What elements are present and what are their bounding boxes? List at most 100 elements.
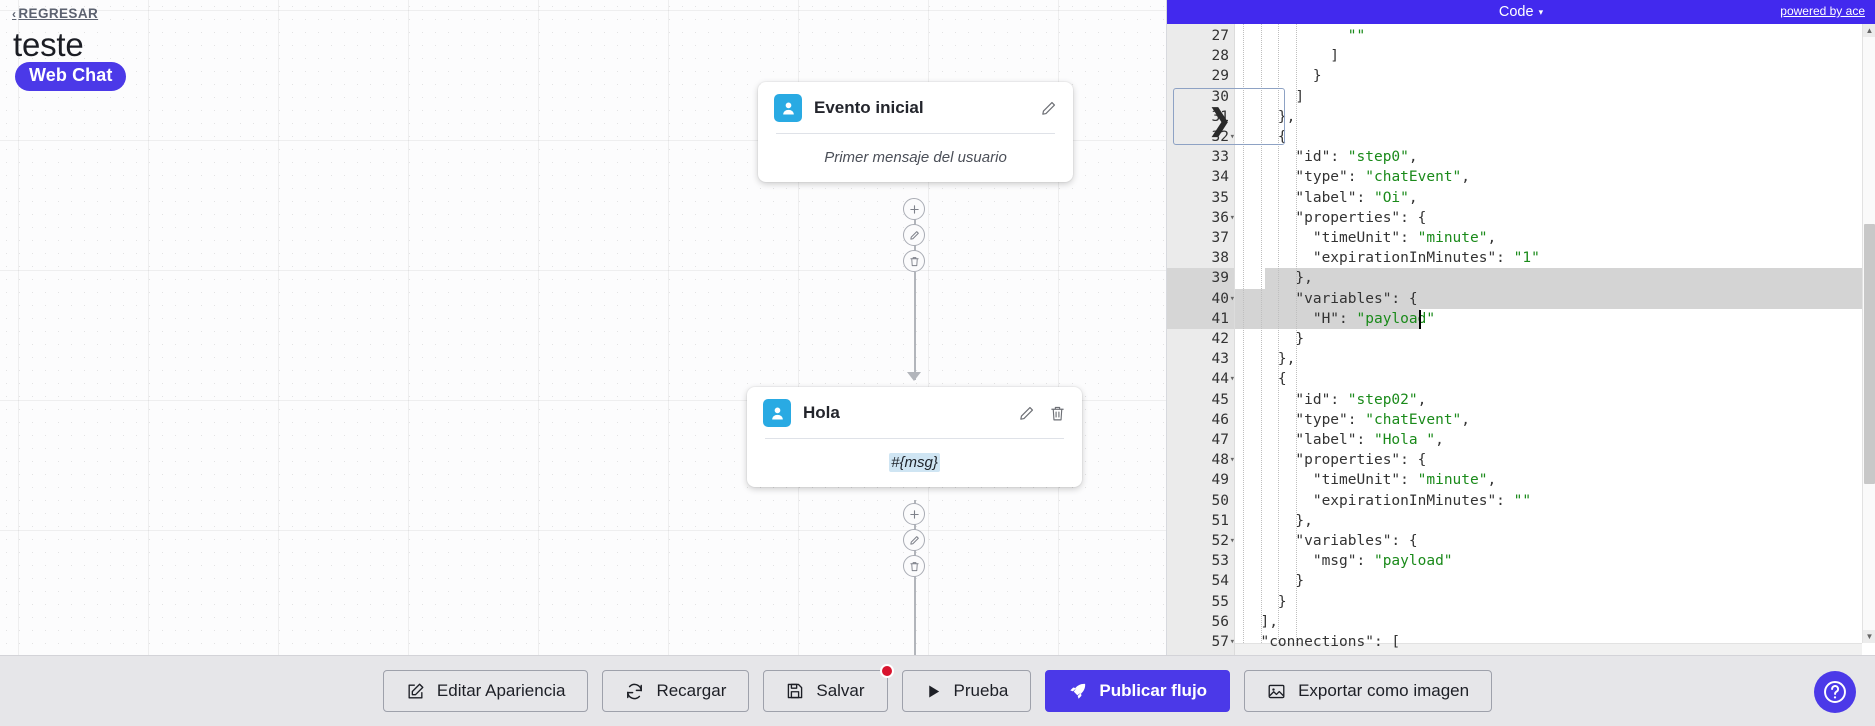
gutter-line-number[interactable]: 54 <box>1211 573 1229 590</box>
gutter-line-number[interactable]: 28 <box>1211 48 1229 65</box>
gutter-line-number[interactable]: 41 <box>1167 308 1234 330</box>
code-line[interactable]: "type": "chatEvent", <box>1295 169 1471 186</box>
gutter-line-number[interactable]: 48▾ <box>1167 450 1235 470</box>
recargar-button[interactable]: Recargar <box>602 670 750 712</box>
flow-canvas[interactable]: ‹ REGRESAR teste Web Chat Evento inicial <box>0 0 1166 655</box>
gutter-line-number[interactable]: 40▾ <box>1167 288 1235 309</box>
trash-icon[interactable] <box>903 555 925 577</box>
plus-icon[interactable] <box>903 503 925 525</box>
fold-toggle-icon[interactable]: ▾ <box>1229 132 1235 143</box>
code-line[interactable]: "label": "Hola ", <box>1295 432 1444 449</box>
gutter-line-number[interactable]: 53 <box>1211 553 1229 570</box>
code-line[interactable]: ] <box>1243 48 1340 65</box>
gutter-line-number[interactable]: 31 <box>1211 108 1229 125</box>
fold-toggle-icon[interactable]: ▾ <box>1230 652 1235 655</box>
gutter-line-number[interactable]: 45 <box>1211 391 1229 408</box>
code-line[interactable]: } <box>1243 593 1287 610</box>
gutter-line-number[interactable]: 56 <box>1211 613 1229 630</box>
scroll-up-arrow-icon[interactable]: ▲ <box>1863 24 1875 37</box>
gutter-line-number[interactable]: 43 <box>1211 351 1229 368</box>
scrollbar-thumb[interactable] <box>1864 224 1875 484</box>
edit-icon[interactable] <box>1040 100 1057 117</box>
gutter-line-number[interactable]: 42 <box>1211 331 1229 348</box>
pencil-icon[interactable] <box>903 529 925 551</box>
fold-toggle-icon[interactable]: ▾ <box>1229 536 1235 547</box>
gutter-line-number[interactable]: 39 <box>1167 268 1234 289</box>
gutter-line-number[interactable]: 27 <box>1211 28 1229 44</box>
gutter-line-number[interactable]: 47 <box>1211 432 1229 449</box>
code-line[interactable]: "" <box>1347 28 1366 44</box>
gutter-line-number[interactable]: 34 <box>1211 169 1229 186</box>
editor-content[interactable]: "" ] } ] }, { "id": "step0", "type": "ch… <box>1235 24 1875 655</box>
gutter-line-number[interactable]: 29 <box>1211 68 1229 85</box>
code-line[interactable]: }, <box>1243 270 1313 287</box>
gutter-line-number[interactable]: 32▾ <box>1167 127 1235 147</box>
node-action-stack-1[interactable] <box>903 198 925 276</box>
flow-node-evento-inicial[interactable]: Evento inicial Primer mensaje del usuari… <box>758 82 1073 182</box>
help-button[interactable] <box>1814 671 1856 713</box>
code-line[interactable]: "expirationInMinutes": "" <box>1312 492 1532 509</box>
code-line[interactable]: "H": "payload" <box>1312 310 1436 327</box>
powered-by-ace-link[interactable]: powered by ace <box>1780 4 1865 18</box>
code-line[interactable]: "variables": { <box>1295 290 1418 307</box>
code-line[interactable]: "msg": "payload" <box>1312 553 1453 570</box>
trash-icon[interactable] <box>903 250 925 272</box>
code-line[interactable]: }, <box>1243 108 1296 125</box>
fold-toggle-icon[interactable]: ▾ <box>1229 212 1235 223</box>
gutter-line-number[interactable]: 44▾ <box>1167 369 1235 389</box>
code-line[interactable]: "properties": { <box>1295 452 1427 469</box>
chevron-right-icon[interactable]: ❯ <box>1207 103 1233 138</box>
exportar-como-imagen-button[interactable]: Exportar como imagen <box>1244 670 1493 712</box>
code-editor-panel[interactable]: Code ▾ powered by ace 27 28 29 30 31 32▾ 33 34 3… <box>1166 0 1875 655</box>
node-action-stack-2[interactable] <box>903 503 925 581</box>
gutter-line-number[interactable]: 36▾ <box>1167 208 1235 228</box>
pencil-icon[interactable] <box>903 224 925 246</box>
code-line[interactable]: { <box>1243 129 1287 146</box>
code-line[interactable]: ], <box>1243 613 1278 630</box>
gutter-line-number[interactable]: 50 <box>1211 492 1229 509</box>
gutter-line-number[interactable]: 38 <box>1211 250 1229 267</box>
publicar-flujo-button[interactable]: Publicar flujo <box>1045 670 1231 712</box>
gutter-line-number[interactable]: 51 <box>1211 512 1229 529</box>
gutter-line-number[interactable]: 46 <box>1211 411 1229 428</box>
fold-toggle-icon[interactable]: ▾ <box>1229 455 1235 466</box>
code-line[interactable]: }, <box>1243 512 1313 529</box>
code-line[interactable]: "variables": { <box>1295 533 1418 550</box>
code-line[interactable]: "type": "chatEvent", <box>1295 411 1471 428</box>
code-line[interactable]: { <box>1243 371 1287 388</box>
back-link[interactable]: ‹ REGRESAR <box>12 6 98 21</box>
fold-toggle-icon[interactable]: ▾ <box>1229 637 1235 648</box>
scroll-down-arrow-icon[interactable]: ▼ <box>1863 630 1875 643</box>
prueba-button[interactable]: Prueba <box>901 670 1032 712</box>
code-line[interactable]: "timeUnit": "minute", <box>1312 472 1497 489</box>
code-line[interactable]: { <box>1243 652 1875 655</box>
code-line[interactable]: ] <box>1243 88 1305 105</box>
code-line[interactable]: } <box>1243 331 1305 348</box>
editor-horizontal-scrollbar[interactable] <box>1167 643 1862 655</box>
trash-icon[interactable] <box>1049 405 1066 422</box>
code-line[interactable]: }, <box>1243 351 1296 368</box>
gutter-line-number[interactable]: 33 <box>1211 149 1229 166</box>
gutter-line-number[interactable]: 57▾ <box>1167 632 1235 652</box>
code-line[interactable]: } <box>1243 68 1322 85</box>
code-line[interactable]: "properties": { <box>1295 209 1427 226</box>
gutter-line-number[interactable]: 35 <box>1211 189 1229 206</box>
gutter-line-number[interactable]: 30 <box>1211 88 1229 105</box>
fold-toggle-icon[interactable]: ▾ <box>1229 293 1235 304</box>
plus-icon[interactable] <box>903 198 925 220</box>
code-line[interactable]: "connections": [ <box>1260 634 1401 651</box>
gutter-line-number[interactable]: 55 <box>1211 593 1229 610</box>
code-line[interactable]: } <box>1243 573 1305 590</box>
gutter-line-number[interactable]: 49 <box>1211 472 1229 489</box>
code-line[interactable]: "timeUnit": "minute", <box>1312 230 1497 247</box>
gutter-line-number[interactable]: 37 <box>1211 230 1229 247</box>
code-line[interactable]: "label": "Oi", <box>1295 189 1418 206</box>
code-line[interactable]: "id": "step02", <box>1295 391 1427 408</box>
gutter-line-number[interactable]: 58▾ <box>1167 652 1234 655</box>
salvar-button[interactable]: Salvar <box>763 664 894 712</box>
editor-mode-dropdown[interactable]: Code ▾ <box>1499 4 1543 20</box>
gutter-line-number[interactable]: 52▾ <box>1167 531 1235 551</box>
code-line[interactable]: "id": "step0", <box>1295 149 1418 166</box>
